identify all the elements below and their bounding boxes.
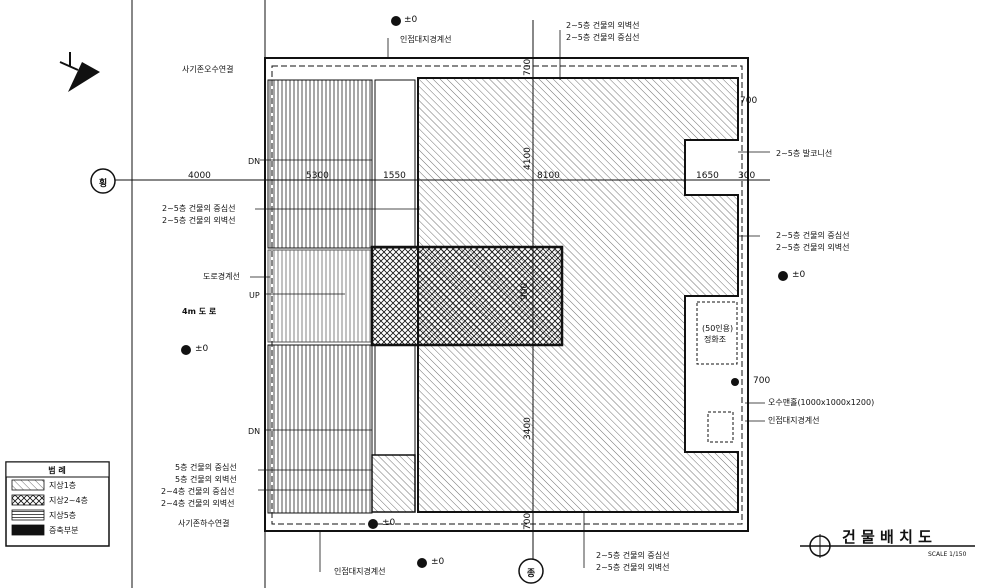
site-boundary-dashed — [271, 65, 743, 525]
title-block: 건 물 배 치 도 SCALE 1/150 — [800, 528, 975, 558]
building-5f-zone — [370, 245, 564, 347]
label-dn-1: DN — [248, 157, 260, 166]
level-marker-bottom1: ±0 — [368, 518, 396, 529]
label-balcony: 2~5층 발코니선 — [776, 148, 832, 158]
legend-item-1f: 지상1층 — [49, 480, 76, 490]
legend-item-extension: 증축부분 — [49, 526, 78, 535]
label-outer-right: 2~5층 건물의 외벽선 — [776, 242, 850, 252]
extension-zone — [371, 454, 416, 513]
dim-4000: 4000 — [188, 171, 211, 181]
corridor-top — [374, 79, 416, 249]
legend-title: 범 례 — [48, 465, 66, 475]
dim-700c: 700 — [753, 376, 770, 386]
stair-zone-middle — [267, 249, 373, 343]
axis-circle-vertical — [518, 558, 544, 584]
manhole-marker — [731, 378, 739, 386]
label-adj-boundary-right: 인접대지경계선 — [768, 415, 820, 425]
dim-1650: 1650 — [696, 171, 719, 181]
label-sewer-manhole: 오수맨홀(1000x1000x1200) — [768, 397, 874, 407]
label-outer-wall-top: 2~5층 건물의 외벽선 — [566, 20, 640, 30]
label-sewer-bottom: 사기존하수연결 — [178, 518, 230, 528]
legend: 범 례 지상1층 지상2~4층 지상5층 증축부분 — [5, 461, 110, 547]
dim-8100: 8100 — [537, 171, 560, 181]
drawing-title: 건 물 배 치 도 — [842, 528, 932, 546]
label-dn-2: DN — [248, 427, 260, 436]
stair-zone-bottom — [267, 344, 373, 514]
label-f24-center: 2~4층 건물의 중심선 — [161, 486, 235, 496]
legend-swatch-2-4f — [11, 494, 45, 506]
stair-zone-top — [267, 79, 373, 249]
legend-swatch-1f — [11, 479, 45, 491]
main-building-2-4f — [417, 77, 739, 513]
svg-text:±0: ±0 — [195, 344, 209, 354]
label-outer-left: 2~5층 건물의 외벽선 — [162, 215, 236, 225]
label-f24-outer: 2~4층 건물의 외벽선 — [161, 498, 235, 508]
legend-swatch-5f — [11, 509, 45, 521]
dim-4100: 4100 — [523, 147, 533, 170]
dim-700d: 700 — [740, 96, 757, 106]
dim-700b: 700 — [523, 513, 533, 530]
label-adj-boundary-bottom: 인접대지경계선 — [334, 566, 386, 576]
site-boundary — [264, 57, 749, 532]
septic-tank — [696, 301, 738, 365]
level-marker-bottom2: ±0 — [417, 557, 445, 568]
legend-item-2-4f: 지상2~4층 — [49, 495, 88, 505]
label-road-boundary: 도로경계선 — [203, 271, 240, 281]
legend-swatch-extension — [11, 524, 45, 536]
label-center-bottom: 2~5층 건물의 중심선 — [596, 550, 670, 560]
dim-300: 300 — [738, 171, 755, 181]
dim-5300: 5300 — [306, 171, 329, 181]
label-up: UP — [249, 291, 260, 300]
svg-text:±0: ±0 — [404, 15, 418, 25]
level-marker-right: ±0 — [778, 270, 806, 281]
label-septic-capacity: (50인용) — [702, 323, 733, 333]
label-center-right: 2~5층 건물의 중심선 — [776, 230, 850, 240]
svg-text:±0: ±0 — [431, 557, 445, 567]
label-septic: 정화조 — [704, 334, 726, 344]
label-outer-bottom: 2~5층 건물의 외벽선 — [596, 562, 670, 572]
level-marker-top: ±0 — [391, 15, 418, 26]
level-marker-left: ±0 — [181, 344, 209, 355]
drawing-scale: SCALE 1/150 — [928, 551, 967, 558]
dim-1550: 1550 — [383, 171, 406, 181]
legend-item-5f: 지상5층 — [49, 510, 76, 520]
sewer-manhole — [707, 411, 734, 443]
label-adj-boundary-top: 인접대지경계선 — [400, 34, 452, 44]
dim-700a: 700 — [523, 59, 533, 76]
north-arrow-icon — [59, 52, 100, 92]
axis-label-horizontal: 횡 — [99, 177, 107, 189]
svg-text:±0: ±0 — [382, 518, 396, 528]
dim-3400: 3400 — [523, 417, 533, 440]
dim-900: 900 — [520, 283, 530, 300]
label-center-top: 2~5층 건물의 중심선 — [566, 32, 640, 42]
label-sewer-top: 사기존오수연결 — [182, 64, 234, 74]
axis-label-vertical: 종 — [527, 568, 535, 579]
corridor-bottom — [374, 344, 416, 456]
svg-text:±0: ±0 — [792, 270, 806, 280]
label-road: 4m 도 로 — [182, 307, 217, 316]
label-f5-center: 5층 건물의 중심선 — [175, 462, 237, 472]
label-f5-outer: 5층 건물의 외벽선 — [175, 474, 237, 484]
axis-circle-horizontal — [90, 168, 116, 194]
label-center-left: 2~5층 건물의 중심선 — [162, 203, 236, 213]
